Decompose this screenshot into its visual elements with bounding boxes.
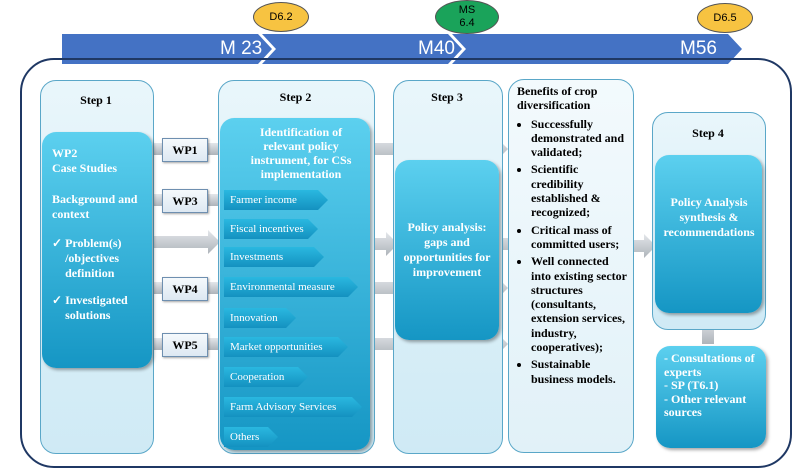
timeline-marker-m23: M 23 bbox=[220, 38, 263, 59]
check-icon: ✓ bbox=[52, 236, 63, 250]
step3-box-text: Policy analysis: gaps and opportunities … bbox=[403, 220, 491, 279]
instrument-market-opportunities: Market opportunities bbox=[224, 337, 348, 357]
wp3-box: WP3 bbox=[162, 189, 208, 213]
timeline-marker-m40: M40 bbox=[418, 38, 455, 59]
step1-check-1-text: Problem(s) /objectives definition bbox=[65, 236, 122, 280]
wp5-box: WP5 bbox=[162, 333, 208, 357]
wp4-box: WP4 bbox=[162, 277, 208, 301]
milestone-ms64: MS 6.4 bbox=[435, 0, 499, 34]
source-item: - Consultations of experts bbox=[664, 351, 755, 379]
benefit-item: Well connected into existing sector stru… bbox=[531, 254, 629, 354]
instrument-innovation: Innovation bbox=[224, 308, 296, 328]
milestone-ms64-label: MS 6.4 bbox=[458, 4, 476, 29]
step3-box: Policy analysis: gaps and opportunities … bbox=[395, 160, 499, 340]
step1-title: Step 1 bbox=[80, 93, 112, 107]
benefit-item: Scientific credibility established & rec… bbox=[531, 162, 629, 219]
instrument-fiscal-incentives: Fiscal incentives bbox=[224, 219, 318, 239]
step2-title: Step 2 bbox=[279, 90, 312, 104]
instrument-farm-advisory-services: Farm Advisory Services bbox=[224, 397, 362, 417]
step1-box-title: WP2 Case Studies bbox=[52, 146, 118, 175]
benefit-item: Critical mass of committed users; bbox=[531, 223, 629, 252]
step4-box-text: Policy Analysis synthesis & recommendati… bbox=[663, 195, 755, 239]
milestone-d65: D6.5 bbox=[697, 3, 753, 33]
instrument-cooperation: Cooperation bbox=[224, 367, 308, 387]
benefits-title: Benefits of crop diversification bbox=[517, 84, 598, 113]
milestone-d62: D6.2 bbox=[253, 2, 309, 32]
step1-box: WP2 Case Studies Background and context … bbox=[42, 132, 152, 368]
step1-check-2-text: Investigated solutions bbox=[65, 293, 128, 322]
step2-box-title: Identification of relevant policy instru… bbox=[250, 125, 352, 181]
benefit-item: Successfully demonstrated and validated; bbox=[531, 117, 629, 160]
benefit-item: Sustainable business models. bbox=[531, 357, 629, 386]
instrument-others: Others bbox=[224, 427, 278, 447]
process-frame bbox=[20, 58, 792, 468]
step4-title: Step 4 bbox=[692, 126, 724, 140]
wp1-box: WP1 bbox=[162, 138, 208, 162]
sources-box: - Consultations of experts - SP (T6.1) -… bbox=[656, 346, 766, 448]
sources-list: - Consultations of experts - SP (T6.1) -… bbox=[664, 351, 764, 420]
instrument-investments: Investments bbox=[224, 247, 324, 267]
milestone-d62-label: D6.2 bbox=[269, 10, 293, 23]
instrument-environmental-measure: Environmental measure bbox=[224, 277, 358, 297]
step1-check-1: ✓ Problem(s) /objectives definition bbox=[52, 236, 146, 281]
benefits-panel: Benefits of crop diversification Success… bbox=[508, 79, 634, 453]
check-icon: ✓ bbox=[52, 293, 63, 307]
timeline-marker-m56: M56 bbox=[680, 38, 717, 59]
arrow-step1-step2 bbox=[152, 230, 220, 254]
source-item: - SP (T6.1) bbox=[664, 378, 719, 392]
benefits-list: Successfully demonstrated and validated;… bbox=[517, 117, 629, 386]
step1-box-sub: Background and context bbox=[52, 192, 138, 221]
step3-title: Step 3 bbox=[431, 90, 463, 104]
step4-box: Policy Analysis synthesis & recommendati… bbox=[655, 155, 762, 313]
source-item: - Other relevant sources bbox=[664, 391, 747, 419]
step1-check-2: ✓ Investigated solutions bbox=[52, 293, 146, 323]
instrument-farmer-income: Farmer income bbox=[224, 190, 328, 210]
milestone-d65-label: D6.5 bbox=[713, 11, 737, 24]
benefits-content: Benefits of crop diversification Success… bbox=[517, 84, 629, 386]
